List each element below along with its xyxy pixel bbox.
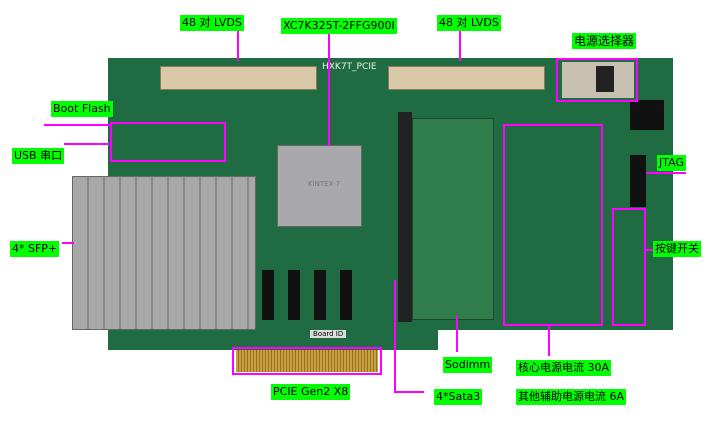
label-jtag: JTAG <box>657 155 686 171</box>
sodimm-line <box>456 316 458 352</box>
sodimm-socket <box>398 112 412 322</box>
sfp-line <box>62 242 74 244</box>
boot-flash-line <box>44 124 110 126</box>
power-selector-box <box>556 58 638 102</box>
sodimm-module <box>412 118 494 320</box>
label-usb-serial: USB 串口 <box>12 148 65 164</box>
usb-line <box>64 143 110 145</box>
lvds-left-line <box>237 31 239 61</box>
lvds-right-line <box>459 31 461 61</box>
board-title: HXK7T_PCIE <box>322 62 377 72</box>
label-sodimm: Sodimm <box>443 357 493 373</box>
fpga-marking: KINTEX-7 <box>308 180 341 188</box>
label-sata: 4*Sata3 <box>434 389 483 405</box>
power-switch <box>562 62 634 98</box>
label-aux-power: 其他辅助电源电流 6A <box>516 389 627 405</box>
label-lvds-left: 48 对 LVDS <box>180 15 244 31</box>
jtag-line <box>646 172 686 174</box>
sata-connectors <box>262 270 362 320</box>
label-core-power: 核心电源电流 30A <box>516 360 612 376</box>
fpga-line <box>328 34 330 146</box>
boot-flash-box <box>110 122 226 162</box>
pcb-lower-edge <box>108 330 438 350</box>
pcie-box <box>232 347 382 375</box>
fpga-chip: KINTEX-7 <box>277 145 362 227</box>
core-power-line <box>548 326 550 356</box>
sata-line-v <box>394 280 396 393</box>
buttons-line <box>646 249 654 251</box>
label-power-selector: 电源选择器 <box>572 33 637 49</box>
sfp-cage <box>72 176 256 330</box>
label-sfp: 4* SFP+ <box>10 241 60 257</box>
jtag-header <box>630 155 646 207</box>
lvds-connector-j10 <box>160 66 317 90</box>
buttons-box <box>612 208 646 326</box>
label-lvds-right: 48 对 LVDS <box>437 15 501 31</box>
label-fpga: XC7K325T-2FFG900I <box>281 18 397 34</box>
board-id-label: Board ID <box>310 330 347 338</box>
label-buttons: 按键开关 <box>653 241 701 257</box>
dc-jack <box>630 100 664 130</box>
sata-line-h <box>394 391 424 393</box>
label-pcie: PCIE Gen2 X8 <box>271 384 351 400</box>
core-power-box <box>503 124 603 326</box>
pcie-gold-fingers <box>236 350 378 372</box>
lvds-connector-j11 <box>388 66 545 90</box>
label-boot-flash: Boot Flash <box>51 101 113 117</box>
